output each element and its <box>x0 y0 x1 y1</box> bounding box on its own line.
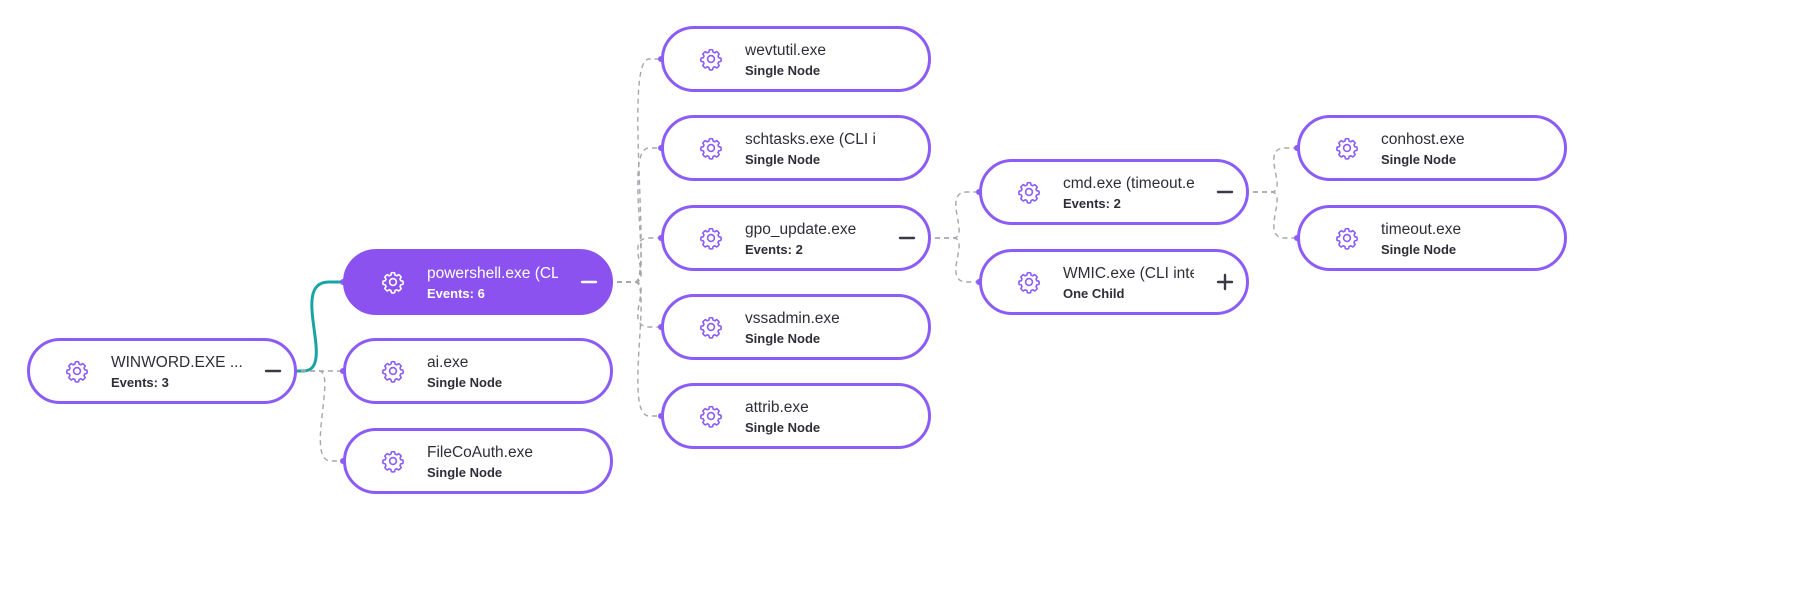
node-subtitle: Events: 6 <box>427 286 485 301</box>
node-title: cmd.exe (timeout.e... <box>1063 175 1194 192</box>
node-text: cmd.exe (timeout.e... Events: 2 <box>1063 174 1194 212</box>
collapse-minus-icon[interactable] <box>1214 181 1236 203</box>
node-title: FileCoAuth.exe <box>427 444 533 461</box>
node-title: timeout.exe <box>1381 221 1462 238</box>
gear-icon <box>1334 135 1360 161</box>
node-subtitle: Single Node <box>1381 152 1457 167</box>
node-title: wevtutil.exe <box>745 42 826 59</box>
node-subtitle: Single Node <box>427 465 503 480</box>
process-node-powershell[interactable]: powershell.exe (CLI ... Events: 6 <box>343 249 613 315</box>
node-subtitle: Single Node <box>427 375 503 390</box>
node-title: schtasks.exe (CLI in... <box>745 131 876 148</box>
collapse-minus-icon[interactable] <box>896 227 918 249</box>
gear-icon <box>1016 269 1042 295</box>
node-subtitle: Events: 3 <box>111 375 169 390</box>
edge-winword-to-filecoauth <box>283 370 343 462</box>
node-text: schtasks.exe (CLI in... Single Node <box>745 130 876 168</box>
node-title: vssadmin.exe <box>745 310 840 327</box>
expand-plus-icon[interactable] <box>1214 271 1236 293</box>
process-node-cmd[interactable]: cmd.exe (timeout.e... Events: 2 <box>979 159 1249 225</box>
node-subtitle: Events: 2 <box>745 242 803 257</box>
node-text: powershell.exe (CLI ... Events: 6 <box>427 264 558 302</box>
edge-gpo_update-to-wmic <box>917 237 979 283</box>
node-subtitle: Single Node <box>745 331 821 346</box>
gear-icon <box>698 314 724 340</box>
node-title: WMIC.exe (CLI inte... <box>1063 265 1194 282</box>
process-node-wmic[interactable]: WMIC.exe (CLI inte... One Child <box>979 249 1249 315</box>
gear-icon <box>1334 225 1360 251</box>
gear-icon <box>698 225 724 251</box>
node-title: WINWORD.EXE ... <box>111 354 242 371</box>
gear-icon <box>698 135 724 161</box>
node-subtitle: Single Node <box>745 63 821 78</box>
process-node-schtasks[interactable]: schtasks.exe (CLI in... Single Node <box>661 115 931 181</box>
collapse-minus-icon[interactable] <box>578 271 600 293</box>
edge-powershell-to-attrib <box>599 281 661 417</box>
collapse-minus-icon[interactable] <box>262 360 284 382</box>
node-subtitle: Single Node <box>745 152 821 167</box>
node-text: WINWORD.EXE ... Events: 3 <box>111 353 242 391</box>
node-subtitle: Single Node <box>745 420 821 435</box>
node-title: gpo_update.exe <box>745 221 857 238</box>
node-text: WMIC.exe (CLI inte... One Child <box>1063 264 1194 302</box>
edge-cmd-to-timeout <box>1235 191 1297 239</box>
gear-icon <box>380 269 406 295</box>
process-node-winword[interactable]: WINWORD.EXE ... Events: 3 <box>27 338 297 404</box>
gear-icon <box>380 358 406 384</box>
edge-winword-to-powershell <box>283 280 343 373</box>
gear-icon <box>1016 179 1042 205</box>
node-subtitle: Single Node <box>1381 242 1457 257</box>
node-title: attrib.exe <box>745 399 809 416</box>
node-subtitle: Events: 2 <box>1063 196 1121 211</box>
gear-icon <box>698 46 724 72</box>
edge-powershell-to-wevtutil <box>599 58 661 283</box>
node-title: powershell.exe (CLI ... <box>427 265 558 282</box>
node-title: ai.exe <box>427 354 469 371</box>
node-title: conhost.exe <box>1381 131 1465 148</box>
node-subtitle: One Child <box>1063 286 1125 301</box>
edge-powershell-to-schtasks <box>599 147 661 283</box>
gear-icon <box>64 358 90 384</box>
gear-icon <box>698 403 724 429</box>
gear-icon <box>380 448 406 474</box>
